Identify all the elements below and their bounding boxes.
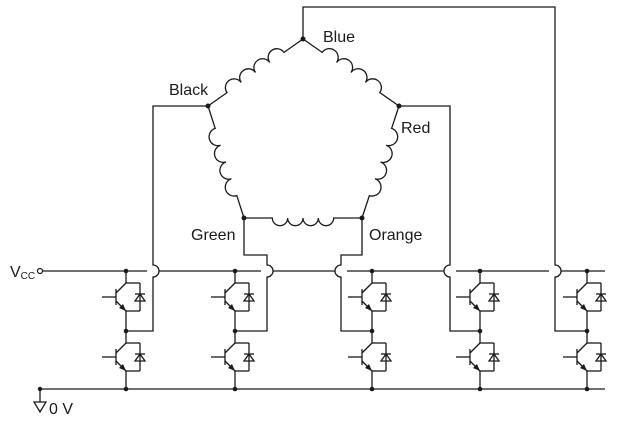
wire-black bbox=[126, 105, 208, 332]
half-bridge-array bbox=[102, 268, 608, 392]
ground-rail: 0 V bbox=[32, 386, 605, 418]
half-bridge-leg bbox=[456, 268, 501, 392]
label-red: Red bbox=[401, 120, 430, 137]
wire-orange bbox=[334, 218, 372, 332]
wire-blue bbox=[302, 6, 587, 332]
coil-green-black bbox=[207, 105, 245, 219]
coil-orange-green bbox=[244, 217, 362, 227]
coil-red-orange bbox=[361, 105, 400, 219]
label-black: Black bbox=[169, 82, 209, 99]
label-orange: Orange bbox=[369, 227, 422, 244]
label-ground: 0 V bbox=[49, 401, 73, 418]
vcc-rail: VCC bbox=[10, 264, 605, 282]
vcc-terminal bbox=[36, 267, 44, 275]
label-green: Green bbox=[191, 227, 235, 244]
half-bridge-leg bbox=[211, 268, 256, 392]
half-bridge-leg bbox=[563, 268, 608, 392]
ground-symbol bbox=[32, 401, 48, 414]
label-vcc: VCC bbox=[10, 264, 35, 282]
phase-wires bbox=[126, 6, 587, 332]
label-blue: Blue bbox=[323, 29, 355, 46]
wire-red bbox=[399, 105, 480, 332]
half-bridge-leg bbox=[102, 268, 147, 392]
coil-black-blue bbox=[207, 38, 304, 107]
wire-green bbox=[235, 218, 274, 332]
pentagon-windings bbox=[207, 38, 400, 227]
half-bridge-leg bbox=[348, 268, 393, 392]
coil-blue-red bbox=[302, 38, 400, 107]
